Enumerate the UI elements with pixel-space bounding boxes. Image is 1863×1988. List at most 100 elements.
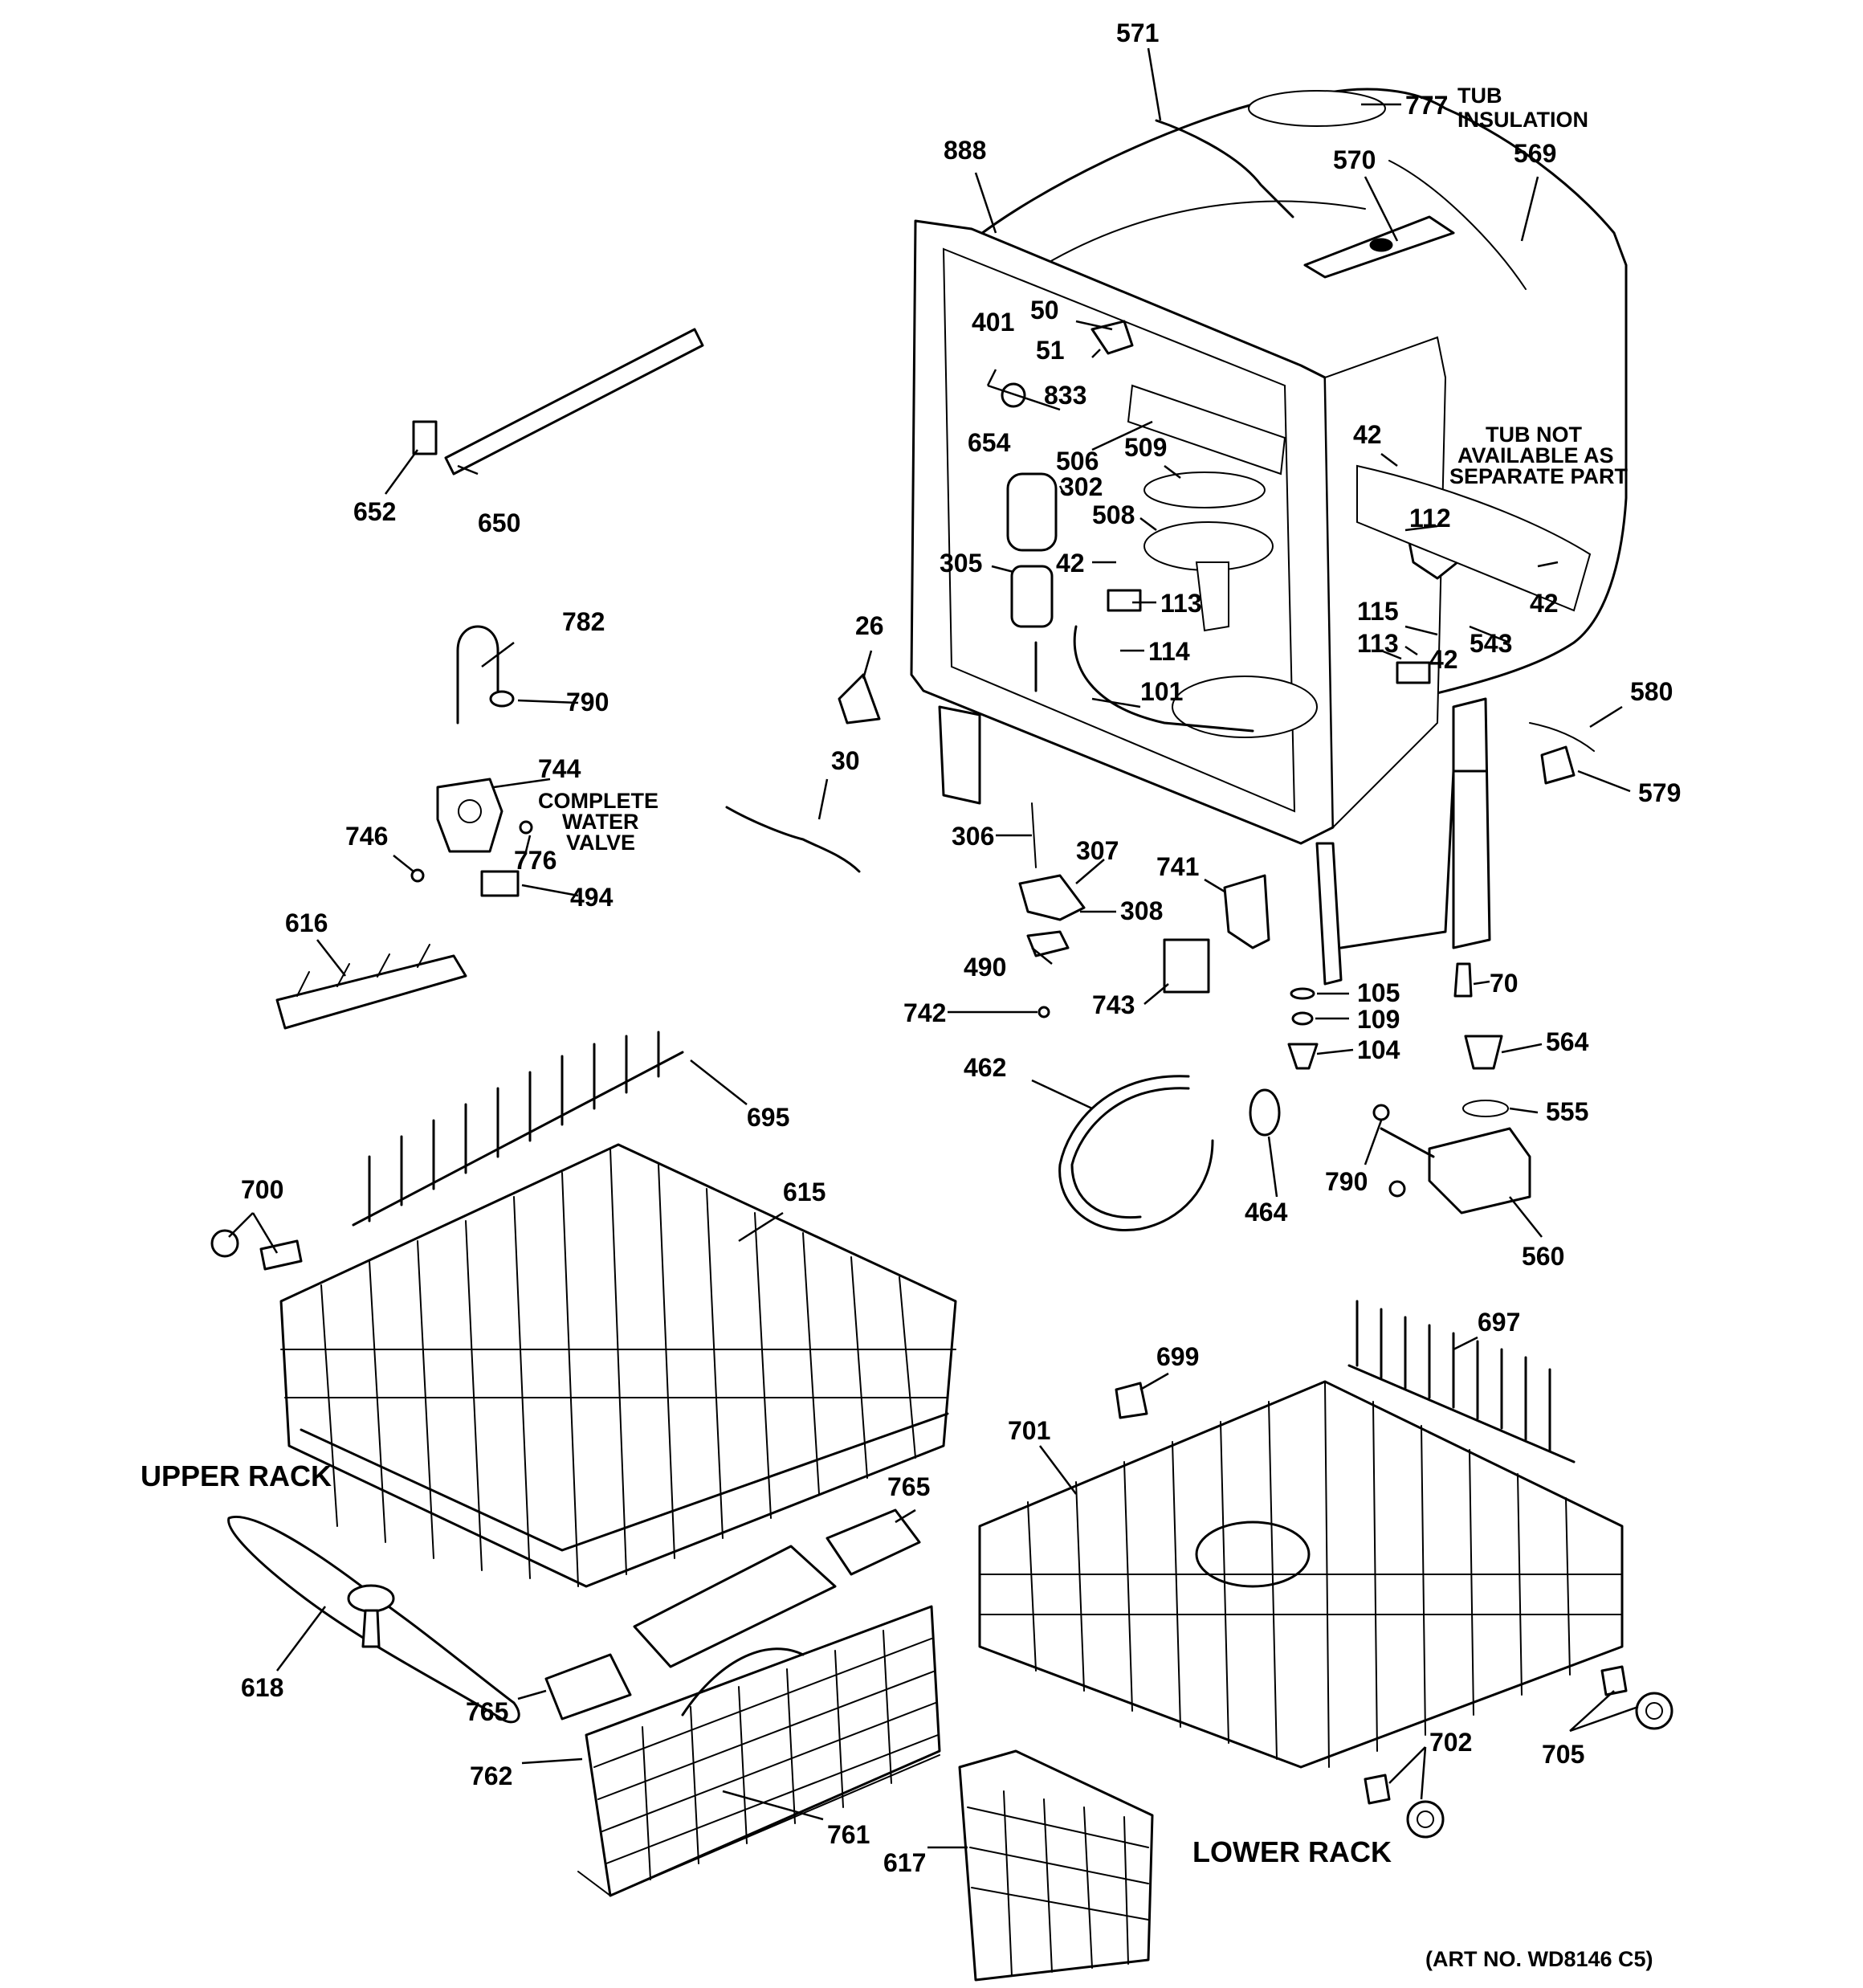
- wheel-clip-705: [1600, 1665, 1628, 1696]
- clamp-790: [489, 690, 515, 708]
- part-743: [1163, 938, 1210, 994]
- detergent-305: [1010, 565, 1054, 628]
- part-580: [1529, 722, 1595, 752]
- drain-hose-inner: [1070, 1087, 1190, 1219]
- door-gasket-group: [412, 328, 704, 476]
- screw-746: [410, 868, 425, 883]
- label-741: 741: [1156, 852, 1199, 881]
- label-464: 464: [1245, 1198, 1288, 1227]
- tine-row-697: [1347, 1300, 1576, 1463]
- basket-617-mesh: [967, 1790, 1149, 1977]
- sump: [1172, 676, 1318, 738]
- roller-clip-700: [259, 1239, 303, 1271]
- spray-arm-nozzle-strip: [1127, 384, 1286, 476]
- label-702: 702: [1429, 1728, 1472, 1757]
- label-762: 762: [470, 1761, 512, 1790]
- tub-inner-opening: [942, 247, 1296, 813]
- label-306: 306: [952, 822, 994, 851]
- label-506: 506: [1056, 447, 1099, 476]
- label-462: 462: [964, 1053, 1006, 1082]
- label-494: 494: [570, 883, 614, 912]
- valve-port: [458, 799, 482, 823]
- note-tub-insulation-line2: INSULATION: [1457, 108, 1588, 132]
- leader-lines: [228, 47, 1639, 1849]
- label-42d: 42: [1429, 645, 1458, 674]
- detergent-302: [1006, 472, 1058, 552]
- label-564: 564: [1546, 1027, 1589, 1056]
- label-761: 761: [827, 1820, 870, 1849]
- hose-782: [456, 625, 499, 725]
- label-30: 30: [831, 746, 860, 775]
- art-number: (ART NO. WD8146 C5): [1425, 1947, 1653, 1971]
- bracket-50: [1090, 320, 1134, 355]
- label-695: 695: [747, 1103, 789, 1132]
- label-571: 571: [1116, 18, 1159, 47]
- part-494: [480, 870, 520, 897]
- tub-base-rail: [1315, 842, 1343, 986]
- washer-109: [1291, 1011, 1314, 1026]
- label-744: 744: [538, 754, 581, 783]
- label-509: 509: [1124, 433, 1167, 462]
- filter-stem: [1195, 561, 1229, 632]
- label-776: 776: [514, 846, 556, 875]
- tub-leg-brace: [1339, 769, 1487, 949]
- label-650: 650: [478, 508, 520, 537]
- label-543: 543: [1470, 629, 1512, 658]
- label-308: 308: [1120, 896, 1163, 925]
- clamp-790b: [1372, 1104, 1390, 1121]
- ring-555: [1462, 1100, 1509, 1117]
- note-tub-not-line3: SEPARATE PART: [1449, 464, 1629, 488]
- note-tub-not-line1: TUB NOT: [1486, 423, 1582, 447]
- label-109: 109: [1357, 1005, 1400, 1034]
- drain-hose: [1058, 1075, 1214, 1231]
- part-616-tabs: [296, 944, 430, 997]
- roller-700: [210, 1229, 239, 1258]
- cover-765-left: [544, 1653, 632, 1721]
- label-705: 705: [1542, 1740, 1584, 1769]
- label-101: 101: [1140, 677, 1183, 706]
- label-746: 746: [345, 822, 388, 851]
- label-570: 570: [1333, 145, 1376, 174]
- label-26: 26: [855, 611, 884, 640]
- screw-306: [1031, 802, 1037, 868]
- label-112: 112: [1409, 504, 1451, 533]
- part-616: [275, 954, 467, 1030]
- label-114: 114: [1148, 637, 1190, 666]
- label-701: 701: [1008, 1416, 1050, 1445]
- clamp-464: [1249, 1088, 1281, 1137]
- basket-mesh: [593, 1630, 939, 1880]
- spring-30: [725, 806, 861, 873]
- spray-arm-stem: [361, 1609, 381, 1648]
- insulation-fold-2: [1388, 160, 1527, 290]
- section-upper-rack: UPPER RACK: [141, 1459, 332, 1492]
- clip-113: [1107, 589, 1142, 612]
- label-833: 833: [1044, 381, 1086, 410]
- insulation-cap: [1248, 90, 1386, 127]
- note-valve-line2: WATER: [562, 810, 639, 834]
- label-790b: 790: [1325, 1167, 1368, 1196]
- label-742: 742: [903, 998, 946, 1027]
- upper-rack-assembly: [210, 1031, 957, 1724]
- screw-742: [1037, 1006, 1050, 1018]
- label-560: 560: [1522, 1242, 1564, 1271]
- basket-lid: [633, 1545, 837, 1668]
- tub-leg-right: [1452, 697, 1491, 949]
- clip-113b: [1396, 661, 1431, 684]
- label-618: 618: [241, 1673, 283, 1702]
- cover-765-top: [826, 1508, 921, 1576]
- note-valve-line3: VALVE: [566, 831, 635, 855]
- tub-side-panel: [1323, 336, 1447, 830]
- part-564: [1464, 1035, 1503, 1070]
- clamp-790c: [1388, 1180, 1406, 1198]
- washer-105: [1290, 987, 1315, 1000]
- mount-570-hole: [1369, 238, 1393, 252]
- label-50: 50: [1030, 296, 1059, 325]
- pump-560: [1428, 1127, 1531, 1214]
- label-113b: 113: [1357, 629, 1399, 658]
- label-777: 777: [1405, 91, 1448, 120]
- label-42b: 42: [1353, 420, 1382, 449]
- label-580: 580: [1630, 677, 1673, 706]
- label-616: 616: [285, 908, 328, 937]
- clip-699: [1115, 1382, 1148, 1419]
